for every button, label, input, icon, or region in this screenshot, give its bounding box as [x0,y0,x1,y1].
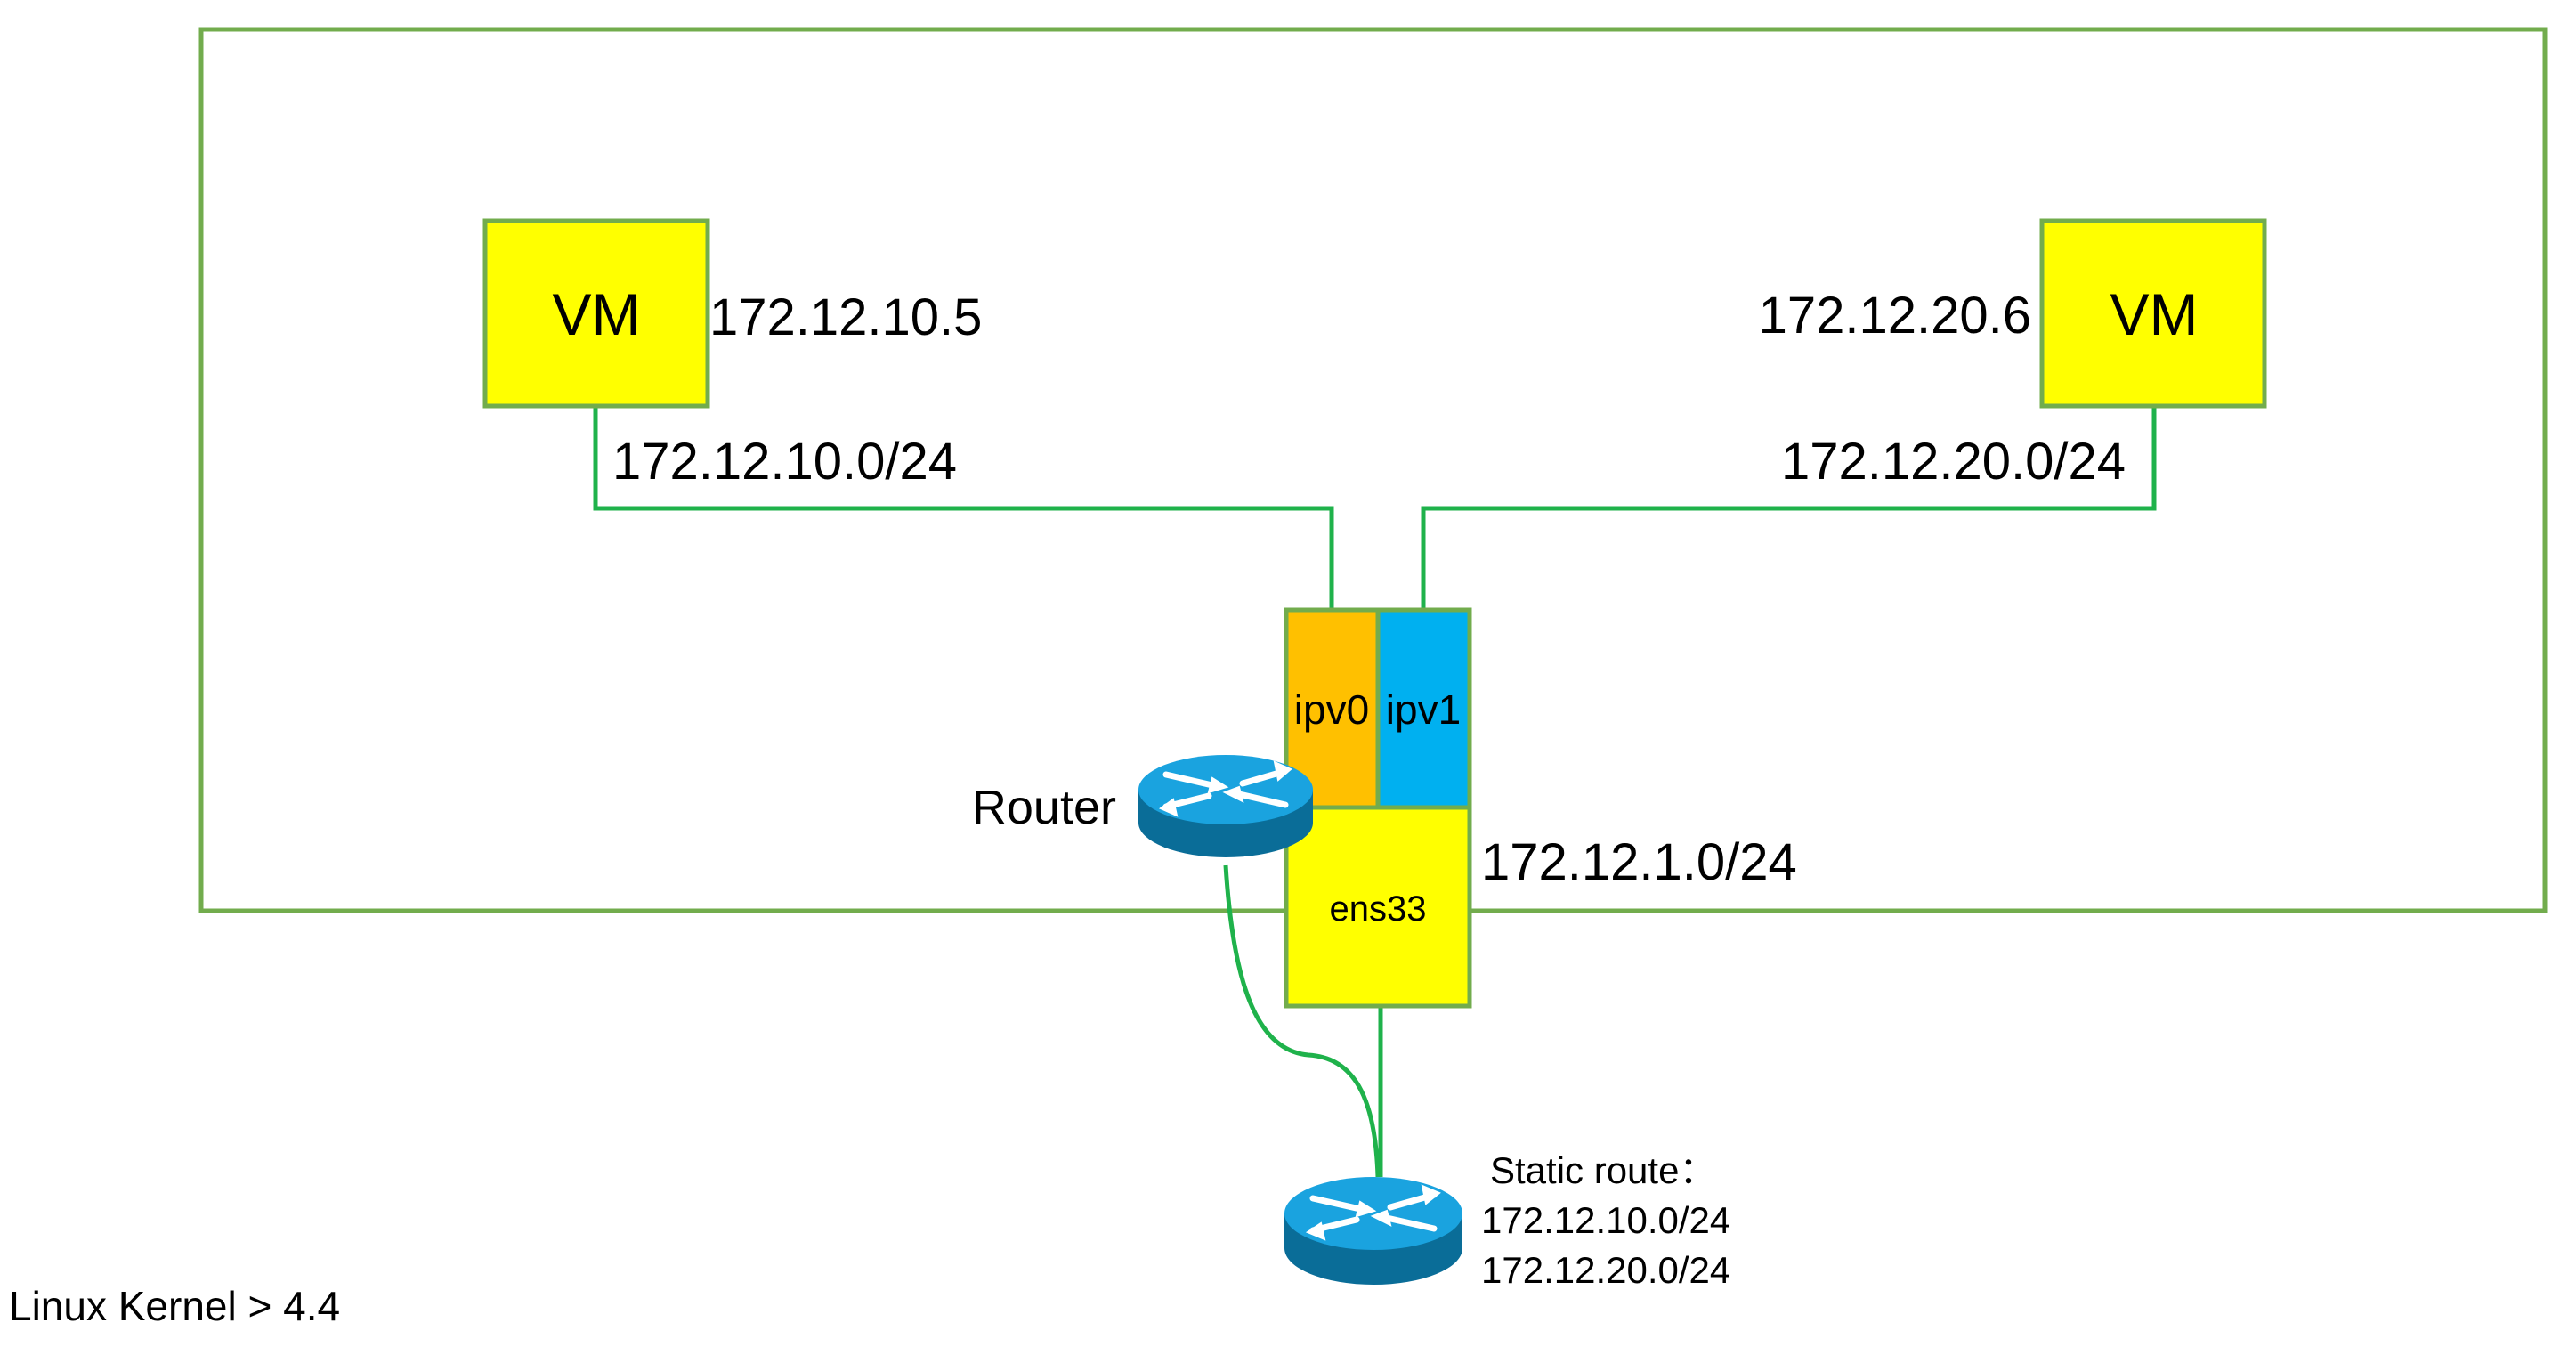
ipv1-label: ipv1 [1386,686,1461,733]
vm-left-label: VM [553,281,641,347]
vm-right-box [2039,218,2267,409]
static-route-entry: 172.12.10.0/24 [1481,1199,1730,1241]
link-vm-left-to-ipv0 [593,407,1334,610]
router-label: Router [972,781,1116,834]
ipv0-label: ipv0 [1294,686,1369,733]
external-router-icon [1284,1177,1462,1285]
link-vm-right-to-ipv1 [1421,407,2157,610]
kernel-note: Linux Kernel > 4.4 [9,1283,340,1329]
host-subnet-label: 172.12.1.0/24 [1481,833,1797,891]
ipv1-box [1375,607,1472,810]
ens33-box [1284,805,1472,1009]
vm-right-subnet: 172.12.20.0/24 [1781,433,2126,491]
vm-right-label: VM [2110,281,2199,347]
static-route-title: Static route： [1490,1149,1716,1191]
router-icon [1138,755,1313,857]
vm-left-box [482,218,710,409]
vm-right-ip: 172.12.20.6 [1759,287,2031,345]
vm-left-subnet: 172.12.10.0/24 [612,433,957,491]
vm-left-ip: 172.12.10.5 [709,288,982,346]
link-host-router-to-router [1223,864,1381,1178]
ens33-label: ens33 [1330,889,1427,929]
static-route-entry: 172.12.20.0/24 [1481,1249,1730,1291]
